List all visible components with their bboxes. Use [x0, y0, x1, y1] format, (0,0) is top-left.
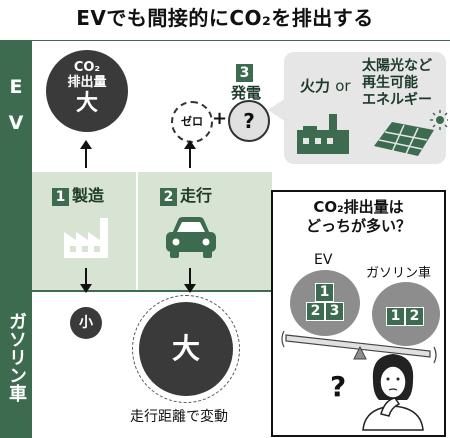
or-text: or: [335, 77, 351, 95]
step-label: 製造: [72, 186, 105, 205]
quiz-title-line2: どっちが多い？: [305, 217, 411, 235]
arrow-up-shaft: [85, 148, 87, 168]
gasoline-row-label: ガソリン車: [6, 312, 27, 402]
question-circle: ?: [228, 100, 270, 142]
ev-letter-e: E: [9, 76, 23, 98]
car-icon: [166, 217, 216, 258]
solar-panel-icon: [374, 110, 448, 156]
arrow-down-icon: [80, 284, 92, 293]
renewable-line2: 再生可能: [362, 75, 418, 91]
quiz-ev-label: EV: [314, 252, 333, 268]
page-title: EVでも間接的にCO₂を排出する: [76, 6, 374, 30]
column-divider: [136, 172, 138, 290]
renewable-line1: 太陽光など: [362, 58, 432, 74]
quiz-title: CO₂排出量は どっちが多い？: [271, 198, 446, 236]
renewable-label: 太陽光など 再生可能 エネルギー: [362, 58, 432, 109]
steps-band: [32, 172, 272, 290]
arrow-up-shaft: [189, 148, 191, 168]
row-divider-top: [32, 40, 450, 41]
ev-block: 1: [315, 283, 334, 302]
driving-note: 走行距離で変動: [130, 409, 228, 425]
arrow-down-shaft: [85, 268, 87, 286]
question-mark: ?: [243, 109, 255, 133]
power-step-label: 発電: [231, 84, 262, 102]
row-label-column: [0, 40, 32, 438]
gas-manufacture-circle: 小: [70, 307, 102, 339]
arrow-down-shaft: [189, 268, 191, 286]
ev-emission-big: 大: [75, 91, 98, 116]
plus-sign: +: [212, 108, 228, 129]
power-plant-icon: [297, 114, 349, 154]
quiz-title-line1: CO₂排出量は: [313, 198, 404, 216]
zero-circle: ゼロ: [171, 101, 213, 143]
power-step-number: 3: [236, 64, 253, 82]
step-number: 2: [160, 188, 177, 206]
thinking-person-icon: [362, 354, 424, 431]
thermal-text: 火力: [300, 77, 331, 95]
thinker-question-mark: ?: [330, 370, 347, 403]
gas-manufacture-value: 小: [79, 315, 93, 331]
step-number: 1: [52, 188, 69, 206]
gas-block: 2: [405, 307, 424, 326]
ev-emission-circle: CO₂ 排出量 大: [46, 50, 128, 132]
gas-block: 1: [386, 307, 405, 326]
arrow-up-icon: [184, 140, 196, 149]
seesaw-icon: [281, 330, 437, 364]
quiz-gas-label: ガソリン車: [366, 266, 432, 281]
gas-driving-value: 大: [171, 332, 200, 365]
power-step-badge: 3: [236, 62, 256, 82]
zero-label: ゼロ: [181, 115, 203, 128]
ev-letter-v: V: [8, 112, 24, 134]
ev-emission-line2: 排出量: [67, 75, 107, 90]
thermal-label: 火力 or: [300, 75, 351, 96]
arrow-down-icon: [184, 284, 196, 293]
renewable-line3: エネルギー: [362, 92, 432, 108]
ev-emission-line1: CO₂: [73, 60, 101, 75]
ev-block: 3: [325, 302, 344, 321]
factory-icon: [64, 218, 108, 258]
ev-block: 2: [306, 302, 325, 321]
row-divider-bottom: [32, 290, 272, 292]
arrow-up-icon: [80, 140, 92, 149]
step-label: 走行: [180, 186, 213, 205]
gas-driving-ring: [132, 295, 240, 403]
gas-driving-circle: 大: [139, 302, 233, 396]
